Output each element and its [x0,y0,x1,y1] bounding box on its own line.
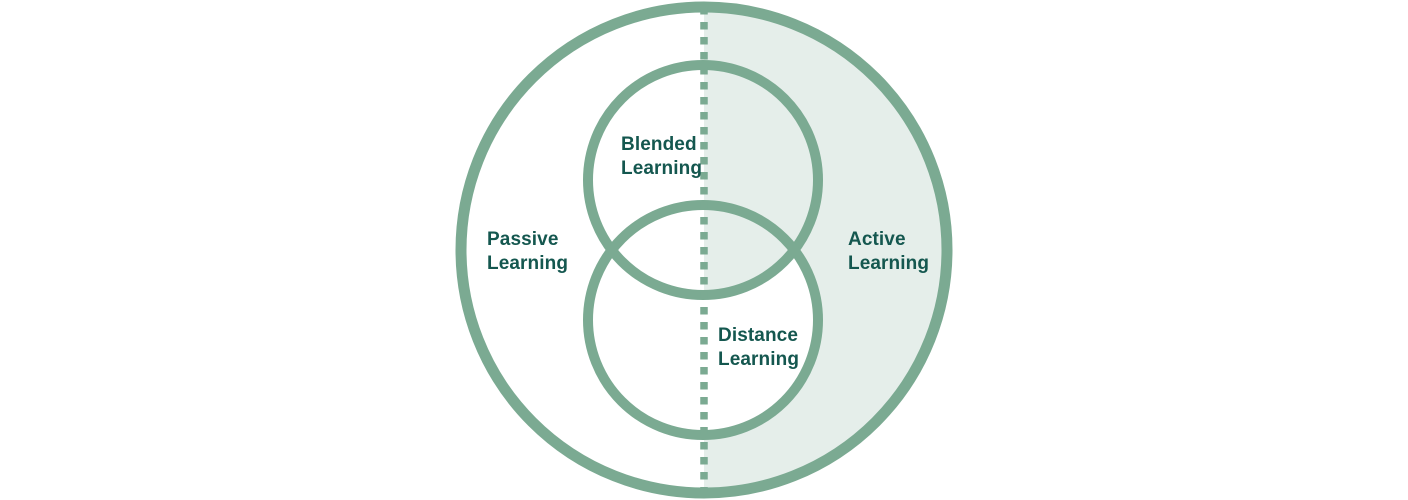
distance-learning-label: Distance Learning [718,325,803,370]
active-learning-label: Active Learning [848,229,929,274]
passive-learning-label: Passive Learning [487,229,568,274]
blended-learning-label: Blended Learning [621,134,702,179]
